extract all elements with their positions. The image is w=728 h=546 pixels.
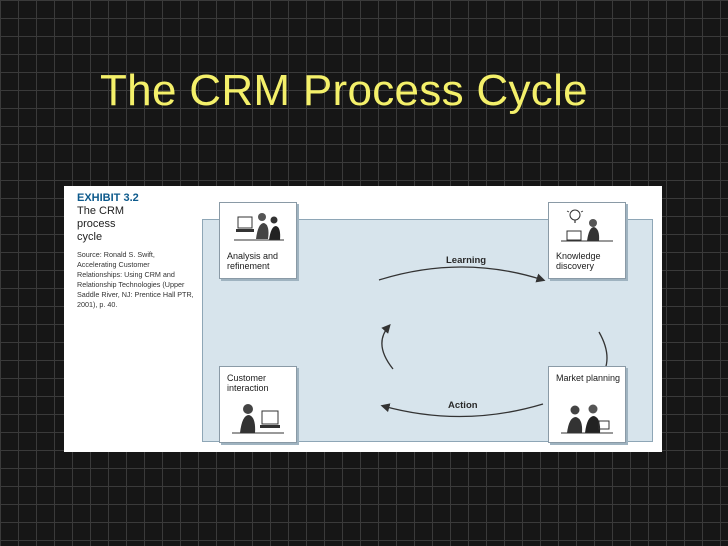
- stage-knowledge-label: Knowledge discovery: [556, 251, 601, 271]
- exhibit-number: EXHIBIT 3.2: [77, 192, 139, 204]
- action-label: Action: [448, 400, 478, 411]
- slide-title: The CRM Process Cycle: [100, 66, 588, 115]
- stage-customer-card: Customer interaction: [219, 366, 297, 443]
- stage-analysis-label: Analysis and refinement: [227, 251, 279, 271]
- stage-analysis-card: Analysis and refinement: [219, 202, 297, 279]
- learning-label: Learning: [446, 255, 487, 266]
- exhibit-title: The CRM process cycle: [77, 205, 125, 243]
- planning-team-icon: [561, 404, 613, 434]
- stage-knowledge-card: Knowledge discovery: [548, 202, 626, 279]
- cycle-panel: Analysis and refinement Knowledge discov…: [202, 202, 653, 443]
- learning-arrow: [378, 266, 546, 283]
- stage-market-card: Market planning: [548, 366, 626, 443]
- stage-customer-label: Customer interaction: [227, 373, 269, 393]
- customer-at-computer-icon: [232, 404, 284, 434]
- lightbulb-person-icon: [561, 209, 613, 242]
- exhibit-caption: EXHIBIT 3.2 The CRM process cycle Source…: [77, 192, 205, 310]
- action-arrow: [380, 403, 544, 418]
- exhibit-figure: EXHIBIT 3.2 The CRM process cycle Source…: [64, 186, 662, 452]
- left-arrow: [381, 324, 394, 370]
- exhibit-source: Source: Ronald S. Swift, Accelerating Cu…: [77, 250, 194, 309]
- stage-market-label: Market planning: [556, 373, 621, 383]
- analysts-illustration-icon: [234, 213, 284, 241]
